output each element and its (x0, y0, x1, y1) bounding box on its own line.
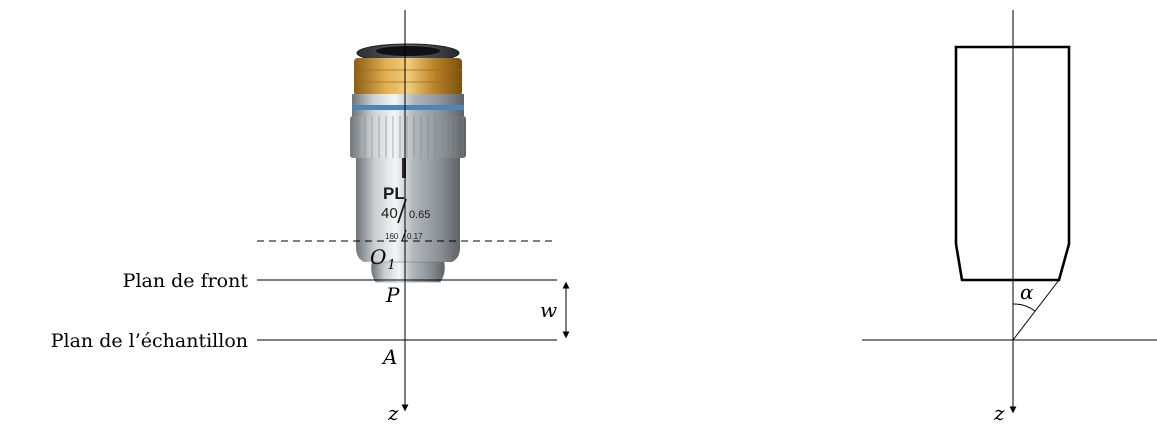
point-p-label: P (385, 283, 400, 307)
right-figure: α z (862, 10, 1157, 425)
sample-plane-label: Plan de l’échantillon (51, 330, 248, 352)
objective-text-tube-length: 160 (385, 232, 399, 241)
front-plane-label: Plan de front (123, 270, 249, 292)
objective-text-aperture: 0.65 (409, 209, 430, 221)
objective-text-magnification: 40 (381, 205, 398, 222)
point-a-label: A (381, 345, 397, 369)
angle-alpha-label: α (1020, 280, 1034, 304)
microscope-objective: PL 40 0.65 160 0.17 (350, 43, 466, 283)
angle-arc (1012, 303, 1036, 312)
distance-w-label: w (540, 298, 557, 322)
objective-text-coverslip: 0.17 (407, 232, 423, 241)
axis-z-label-right: z (993, 401, 1005, 425)
aperture-ray (1012, 279, 1060, 341)
point-o1-label: O1 (370, 245, 396, 273)
left-figure: PL 40 0.65 160 0.17 Plan de front Plan d… (51, 10, 570, 425)
objective-text-pl: PL (383, 184, 405, 203)
axis-z-label-left: z (387, 401, 399, 425)
